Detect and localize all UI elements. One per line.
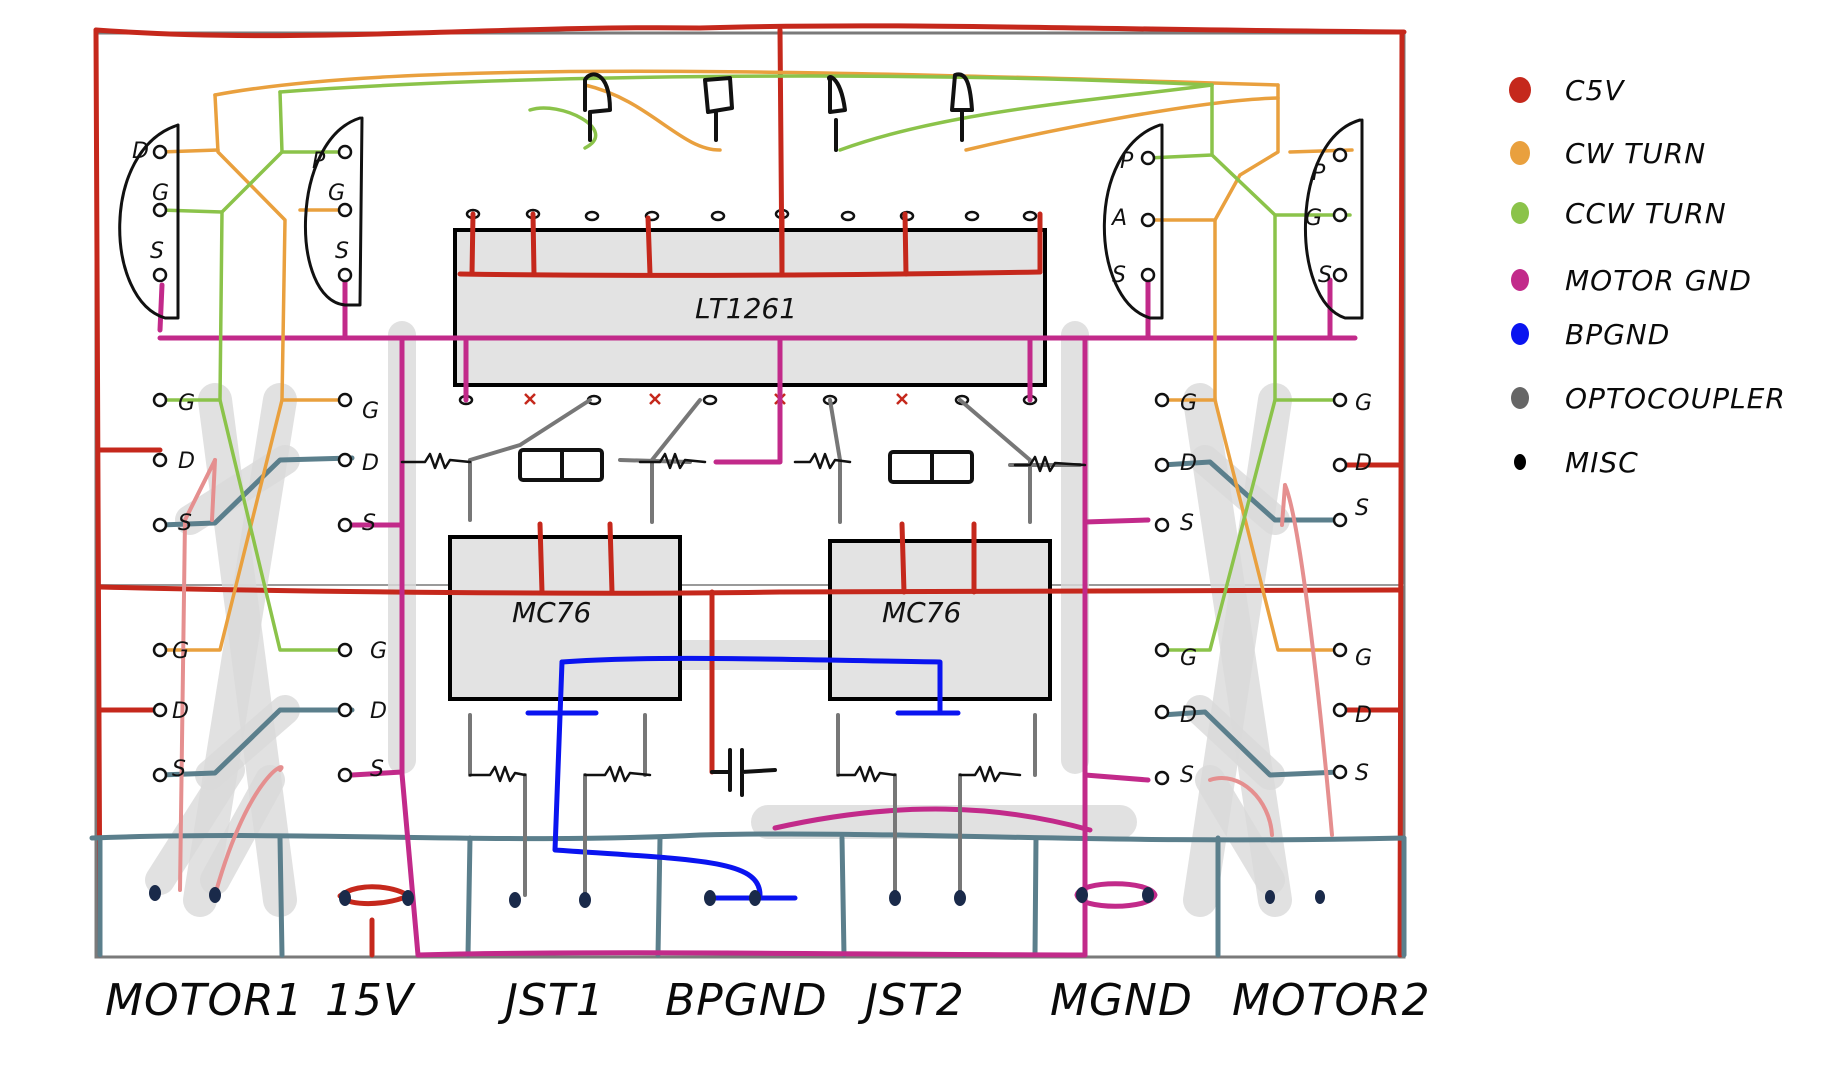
connector-jst1-label: JST1 — [497, 975, 605, 1026]
terminals — [152, 144, 1348, 786]
legend-bpgnd-label: BPGND — [1565, 318, 1670, 351]
pin-labels-right: P A S P G S G D S G D S G D S G D S — [1110, 149, 1372, 788]
legend-motor-gnd-swatch — [1511, 269, 1529, 291]
wire-c5v — [93, 23, 1407, 958]
mosfet-outlines — [118, 116, 1364, 320]
svg-text:D: D — [1355, 451, 1372, 476]
legend-misc-label: MISC — [1565, 446, 1639, 479]
wire-motor-leads — [178, 458, 1334, 897]
svg-text:D: D — [172, 699, 189, 724]
chip-lt1261 — [453, 228, 1047, 387]
svg-text:G: G — [1305, 206, 1322, 231]
legend-optocoupler: OPTOCOUPLER — [1511, 382, 1786, 415]
connector-jst2-label: JST2 — [857, 975, 965, 1026]
diode-boxes — [518, 448, 974, 484]
svg-text:S: S — [335, 239, 349, 264]
legend-motor-gnd: MOTOR GND — [1511, 264, 1752, 297]
chip-lt1261-label: LT1261 — [695, 292, 797, 325]
connector-labels: MOTOR1 15V JST1 BPGND JST2 MGND MOTOR2 — [105, 975, 1431, 1026]
svg-text:S: S — [1318, 263, 1332, 288]
connector-bpgnd-label: BPGND — [665, 975, 828, 1026]
svg-text:D: D — [370, 699, 387, 724]
nc-markers — [524, 393, 908, 405]
svg-text:G: G — [1355, 646, 1372, 671]
svg-text:S: S — [178, 511, 192, 536]
legend-ccw-turn-swatch — [1511, 202, 1529, 224]
wire-ccw — [158, 74, 1352, 652]
svg-text:D: D — [1355, 703, 1372, 728]
legend-c5v-swatch — [1509, 77, 1531, 103]
svg-text:G: G — [328, 181, 345, 206]
legend-optocoupler-swatch — [1511, 387, 1529, 409]
chip-mc76-left-label: MC76 — [512, 596, 591, 629]
svg-text:G: G — [178, 391, 195, 416]
highlight-marks — [145, 321, 1292, 917]
legend-c5v-label: C5V — [1565, 74, 1625, 107]
connector-15v-label: 15V — [325, 975, 416, 1026]
legend-ccw-turn: CCW TURN — [1511, 197, 1727, 230]
legend-cw-turn: CW TURN — [1510, 137, 1706, 170]
svg-text:P: P — [1312, 161, 1326, 186]
svg-text:S: S — [1180, 763, 1194, 788]
svg-text:D: D — [1180, 703, 1197, 728]
svg-text:A: A — [1110, 206, 1127, 231]
connector-motor2-label: MOTOR2 — [1232, 975, 1431, 1026]
legend-bpgnd-swatch — [1511, 323, 1529, 345]
svg-text:G: G — [1180, 646, 1197, 671]
svg-text:S: S — [1355, 761, 1369, 786]
legend-optocoupler-label: OPTOCOUPLER — [1565, 382, 1786, 415]
legend-misc: MISC — [1514, 446, 1639, 479]
legend-misc-swatch — [1514, 454, 1526, 470]
legend-ccw-turn-label: CCW TURN — [1565, 197, 1727, 230]
legend-cw-turn-swatch — [1510, 141, 1530, 165]
connector-motor1-label: MOTOR1 — [105, 975, 304, 1026]
svg-text:G: G — [362, 399, 379, 424]
svg-text:S: S — [172, 757, 186, 782]
legend-bpgnd: BPGND — [1511, 318, 1670, 351]
legend-cw-turn-label: CW TURN — [1565, 137, 1706, 170]
legend-c5v: C5V — [1509, 74, 1625, 107]
pin-labels-left: D G S P G S G D S G D S G D S G D S — [132, 139, 387, 782]
indicator-leds — [583, 72, 974, 152]
svg-text:G: G — [1180, 391, 1197, 416]
svg-text:G: G — [1355, 391, 1372, 416]
svg-text:G: G — [152, 181, 169, 206]
connector-mgnd-label: MGND — [1050, 975, 1193, 1026]
wire-optocoupler — [468, 398, 1082, 897]
chip-mc76-left — [448, 535, 682, 701]
svg-text:S: S — [1112, 263, 1126, 288]
capacitor — [710, 748, 777, 797]
svg-text:S: S — [370, 757, 384, 782]
svg-text:G: G — [172, 639, 189, 664]
legend: C5V CW TURN CCW TURN MOTOR GND BPGND OPTOCOUP… — [1509, 74, 1786, 479]
svg-text:S: S — [362, 511, 376, 536]
svg-text:P: P — [1120, 149, 1134, 174]
legend-motor-gnd-label: MOTOR GND — [1565, 264, 1752, 297]
svg-text:S: S — [150, 239, 164, 264]
svg-text:G: G — [370, 639, 387, 664]
svg-text:D: D — [362, 451, 379, 476]
svg-text:D: D — [1180, 451, 1197, 476]
lt1261-top-pins — [465, 208, 1038, 222]
svg-text:S: S — [1180, 511, 1194, 536]
svg-text:D: D — [178, 449, 195, 474]
chip-mc76-right-label: MC76 — [882, 596, 961, 629]
lt1261-bottom-pins — [458, 394, 1038, 406]
svg-text:P: P — [312, 149, 326, 174]
svg-text:D: D — [132, 139, 149, 164]
wire-bus — [89, 455, 1407, 958]
connector-pads — [149, 885, 1325, 908]
resistors — [400, 452, 1087, 783]
svg-text:S: S — [1355, 496, 1369, 521]
